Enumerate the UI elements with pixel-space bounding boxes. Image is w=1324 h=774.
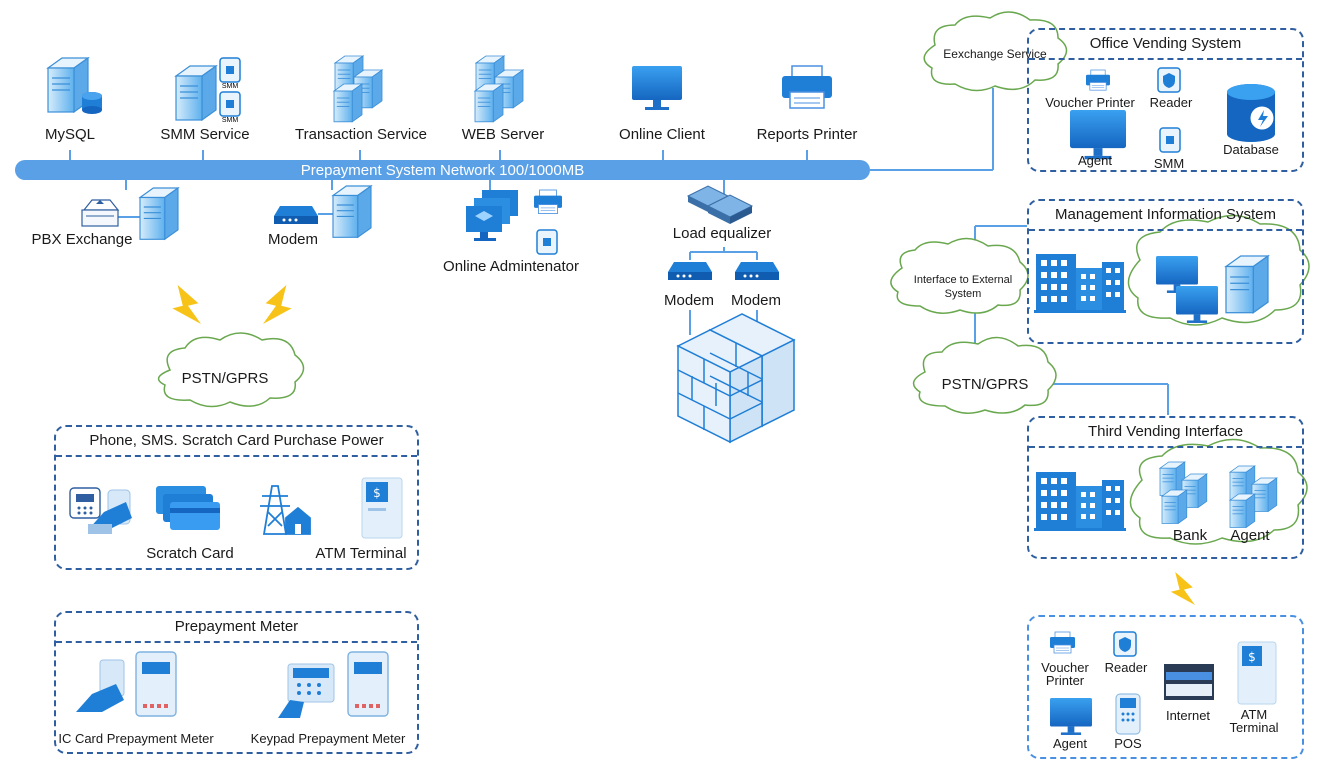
scratch-card-label: Scratch Card bbox=[146, 545, 234, 562]
office-smm-label: SMM bbox=[1153, 156, 1185, 171]
mysql-label: MySQL bbox=[45, 126, 96, 143]
interface-external-label: Interface to External System bbox=[913, 274, 1013, 300]
office-vending-box: Office Vending System bbox=[1027, 28, 1304, 172]
transaction-service-label: Transaction Service bbox=[295, 126, 427, 143]
smm-chip-label-2: SMM bbox=[222, 117, 239, 124]
modem-2-label: Modem bbox=[730, 292, 782, 309]
reports-printer-label: Reports Printer bbox=[756, 126, 858, 143]
power-tower-icon bbox=[260, 485, 311, 535]
database-label: Database bbox=[1223, 142, 1279, 157]
keypad-meter-label: Keypad Prepayment Meter bbox=[250, 731, 406, 746]
mysql-server-icon bbox=[47, 57, 102, 114]
svg-text:$: $ bbox=[373, 486, 381, 500]
mis-box: Management Information System bbox=[1027, 199, 1304, 344]
ic-card-meter-label: IC Card Prepayment Meter bbox=[58, 731, 214, 746]
office-reader-label: Reader bbox=[1149, 95, 1193, 110]
channels-box bbox=[1027, 615, 1304, 759]
online-client-monitor-icon bbox=[632, 66, 682, 110]
atm-terminal-icon: $ bbox=[361, 477, 403, 539]
online-admin-icon bbox=[466, 189, 563, 255]
prepayment-meter-box: Prepayment Meter bbox=[54, 611, 419, 754]
network-bar bbox=[15, 160, 870, 180]
modem-2-icon bbox=[735, 262, 779, 280]
lightning-left-icon bbox=[172, 285, 201, 324]
firewall-icon bbox=[676, 313, 796, 444]
ic-card-meter-icon bbox=[76, 651, 177, 717]
keypad-meter-icon bbox=[278, 651, 389, 718]
internet-label: Internet bbox=[1165, 708, 1211, 723]
bottom-voucher-printer-label: Voucher Printer bbox=[1041, 660, 1089, 688]
bank-label: Bank bbox=[1172, 527, 1208, 544]
modem-1-label: Modem bbox=[663, 292, 715, 309]
reports-printer-icon bbox=[781, 65, 833, 109]
bottom-agent-label: Agent bbox=[1053, 736, 1087, 751]
smm-chip-label-1: SMM bbox=[222, 83, 239, 90]
smm-service-label: SMM Service bbox=[160, 126, 250, 143]
iface-cloud bbox=[890, 237, 1029, 314]
office-vending-title: Office Vending System bbox=[1029, 30, 1302, 60]
pstn-right-cloud bbox=[912, 336, 1057, 414]
prepayment-meter-title: Prepayment Meter bbox=[56, 613, 417, 643]
transaction-cluster-icon bbox=[333, 55, 383, 123]
pstn-right-label: PSTN/GPRS bbox=[941, 376, 1029, 393]
third-vending-box: Third Vending Interface bbox=[1027, 416, 1304, 559]
third-vending-title: Third Vending Interface bbox=[1029, 418, 1302, 448]
mis-title: Management Information System bbox=[1029, 201, 1302, 231]
pbx-exchange-icon bbox=[81, 187, 179, 240]
purchase-power-title: Phone, SMS. Scratch Card Purchase Power bbox=[56, 427, 417, 457]
atm-terminal-label: ATM Terminal bbox=[315, 545, 407, 562]
pstn-left-cloud bbox=[157, 332, 305, 408]
bottom-reader-label: Reader bbox=[1104, 660, 1148, 675]
exchange-service-label: Eexchange Service bbox=[943, 47, 1047, 61]
web-server-label: WEB Server bbox=[461, 126, 545, 143]
online-admin-label: Online Admintenator bbox=[443, 258, 579, 275]
scratch-card-icon bbox=[156, 486, 220, 530]
modem-server-icon bbox=[274, 185, 372, 238]
pbx-exchange-label: PBX Exchange bbox=[31, 231, 133, 248]
pos-icon bbox=[1115, 693, 1141, 735]
load-equalizer-label: Load equalizer bbox=[672, 225, 772, 242]
third-agent-label: Agent bbox=[1230, 527, 1270, 544]
database-icon bbox=[1227, 84, 1275, 142]
internet-screen-icon bbox=[1164, 664, 1214, 700]
purchase-power-box: Phone, SMS. Scratch Card Purchase Power bbox=[54, 425, 419, 570]
lightning-right-icon bbox=[263, 285, 292, 324]
pos-label: POS bbox=[1114, 736, 1142, 751]
web-cluster-icon bbox=[474, 55, 524, 123]
bottom-atm-icon: $ bbox=[1237, 641, 1277, 705]
office-voucher-printer-label: Voucher Printer bbox=[1045, 95, 1135, 110]
modem-1-icon bbox=[668, 262, 712, 280]
modem-label: Modem bbox=[267, 231, 319, 248]
network-bar-label: Prepayment System Network 100/1000MB bbox=[300, 162, 585, 179]
phone-sms-icon bbox=[69, 487, 132, 534]
bottom-atm-label: ATM Terminal bbox=[1229, 707, 1279, 735]
load-equalizer-icon bbox=[686, 185, 754, 224]
svg-text:$: $ bbox=[1248, 650, 1256, 664]
lightning-bottom-icon bbox=[1170, 572, 1195, 605]
online-client-label: Online Client bbox=[619, 126, 705, 143]
office-agent-label: Agent bbox=[1078, 153, 1112, 168]
pstn-left-label: PSTN/GPRS bbox=[181, 370, 269, 387]
